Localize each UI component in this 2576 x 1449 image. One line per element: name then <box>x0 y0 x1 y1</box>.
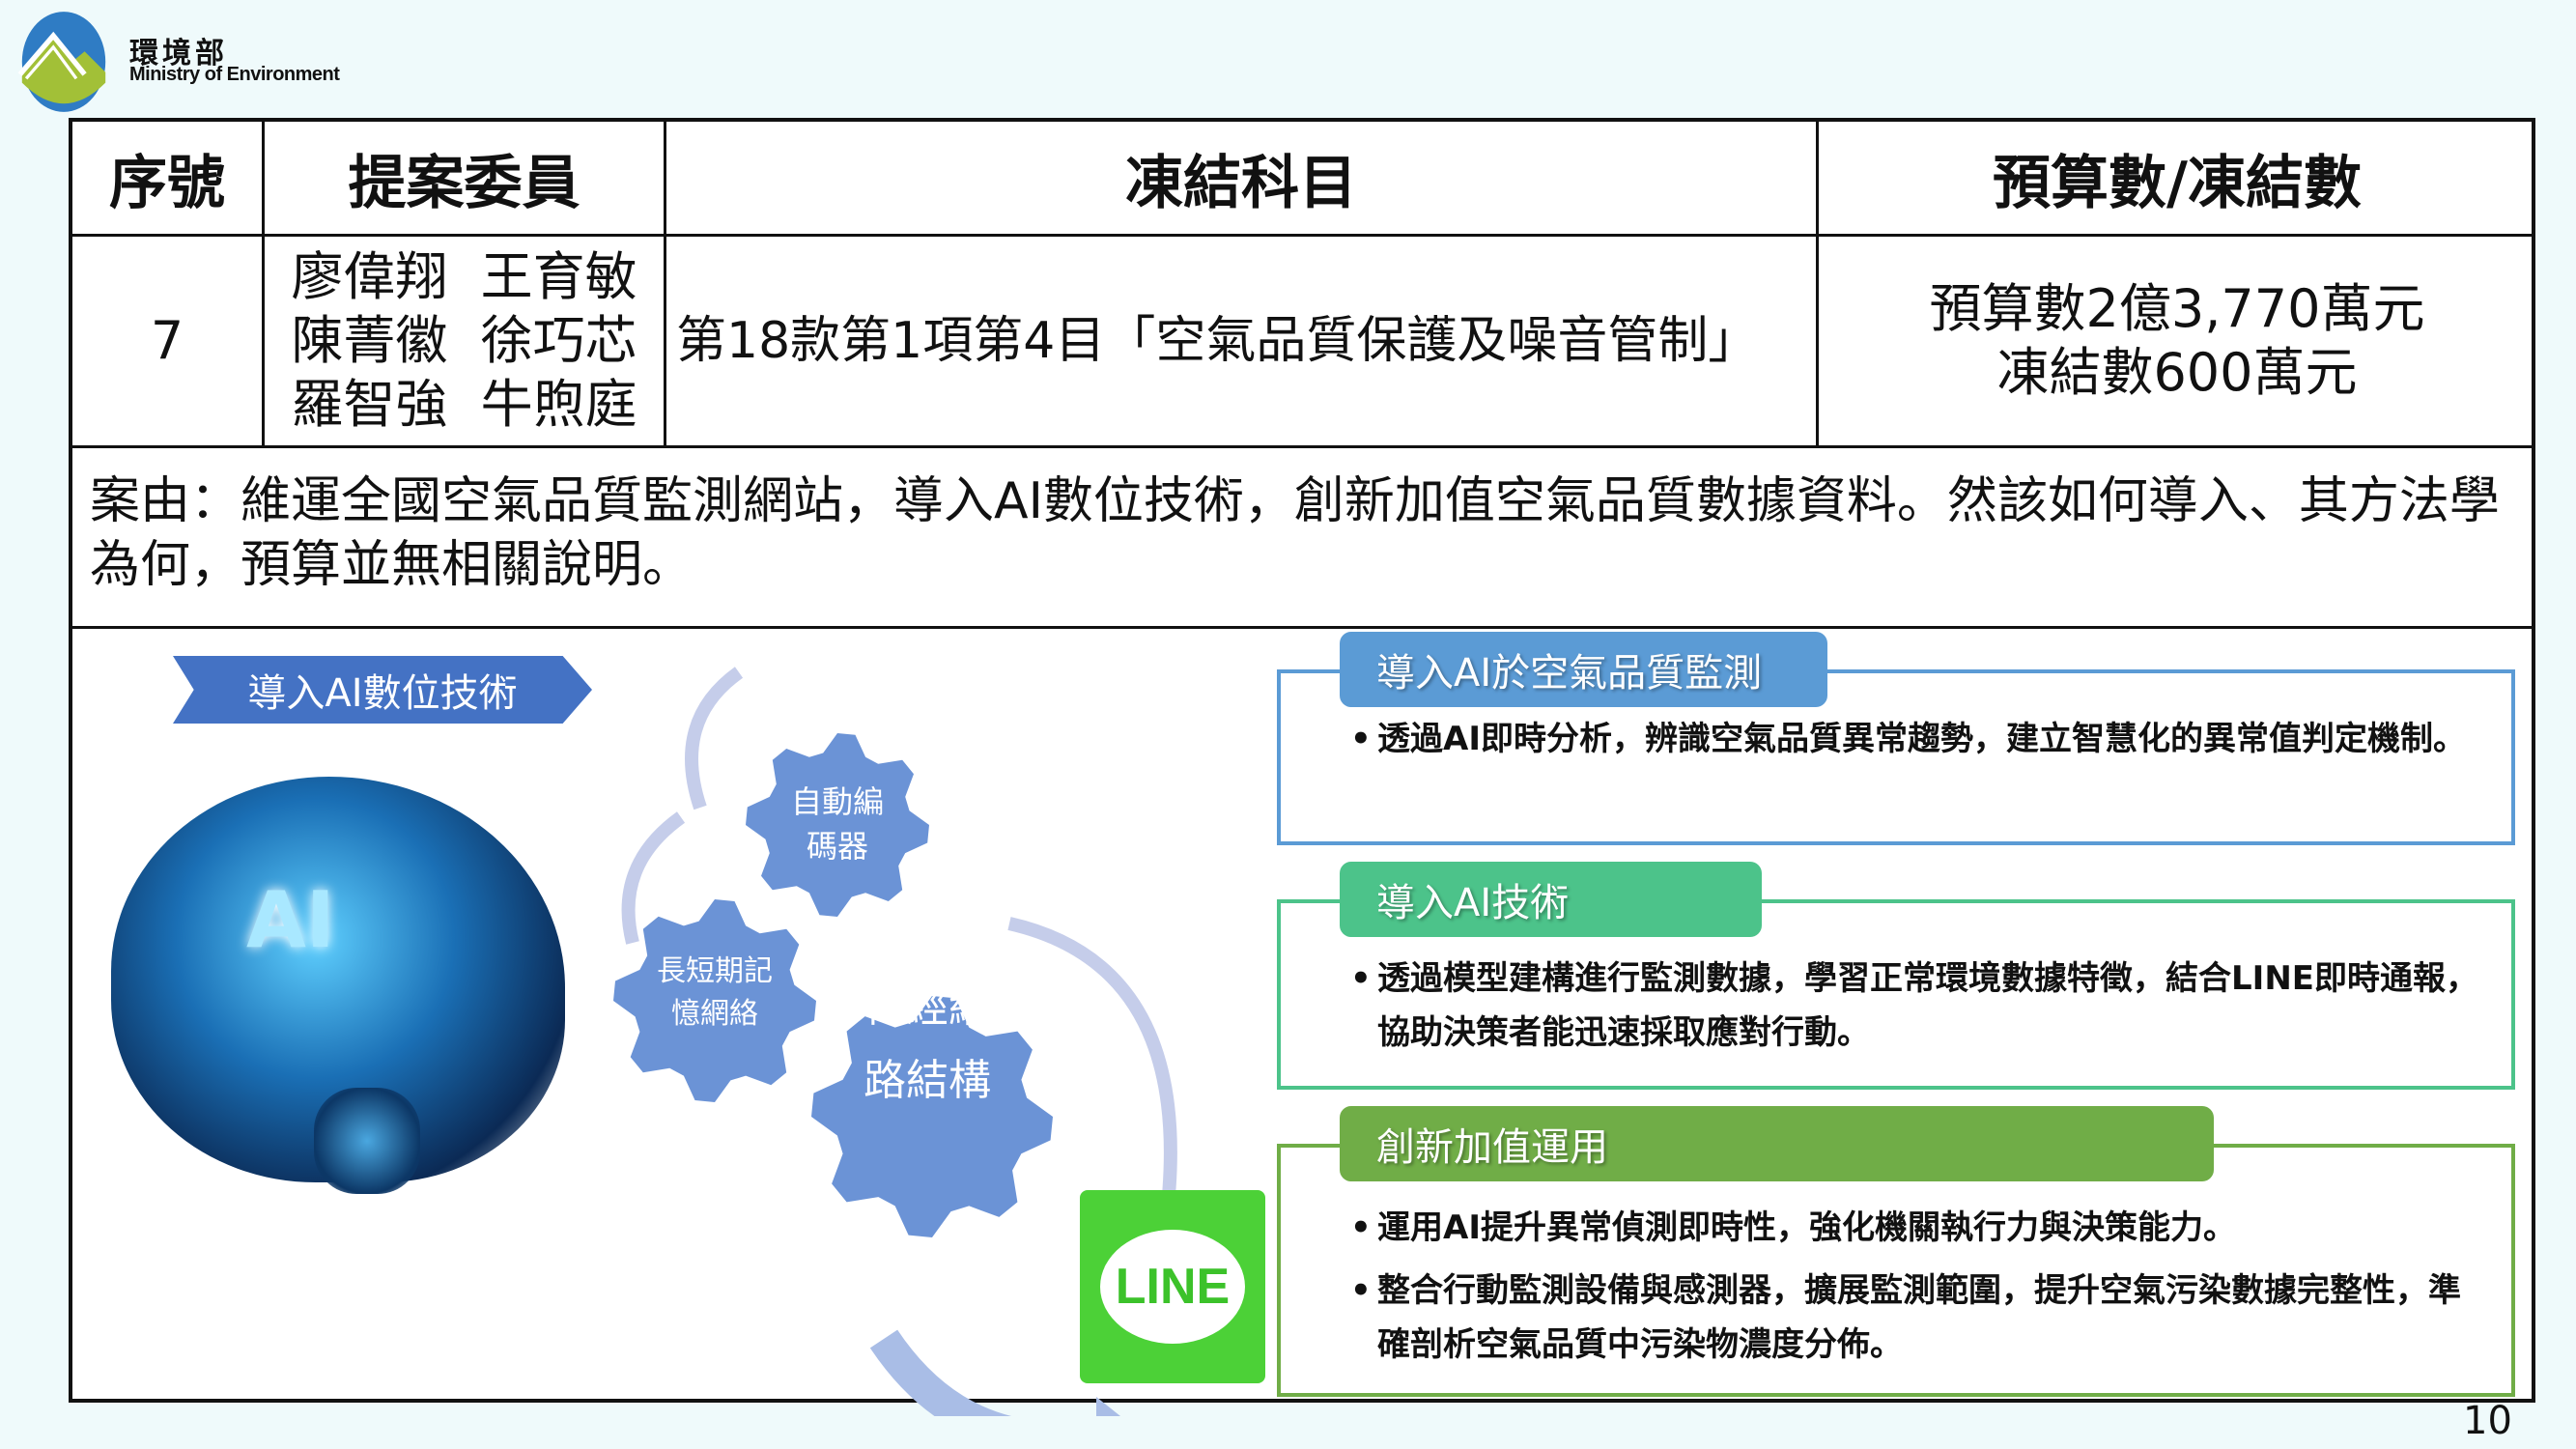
divider <box>1816 122 1819 447</box>
row-members: 廖偉翔 王育敏 陳菁徽 徐巧芯 羅智強 牛煦庭 <box>265 237 664 445</box>
proposal-reason: 案由：維運全國空氣品質監測網站，導入AI數位技術，創新加值空氣品質數據資料。然該… <box>90 472 2500 594</box>
box-value-added-use: 運用AI提升異常偵測即時性，強化機關執行力與決策能力。 整合行動監測設備與感測器… <box>1277 1144 2515 1397</box>
divider <box>72 626 2532 629</box>
budget-amount: 預算數2億3,770萬元 <box>1929 278 2425 339</box>
gear-label-lstm: 長短期記 憶網絡 <box>657 954 773 1031</box>
bullet: 整合行動監測設備與感測器，擴展監測範圍，提升空氣污染數據完整性，準確剖析空氣品質… <box>1350 1264 2488 1372</box>
bullet: 透過AI即時分析，辨識空氣品質異常趨勢，建立智慧化的異常值判定機制。 <box>1350 712 2488 766</box>
bullet: 透過模型建構進行監測數據，學習正常環境數據特徵，結合LINE即時通報，協助決策者… <box>1350 952 2488 1060</box>
member-line: 陳菁徽 徐巧芯 <box>291 310 637 371</box>
to-line-arrow <box>869 1329 1012 1416</box>
row-no: 7 <box>150 310 184 371</box>
bullet: 運用AI提升異常偵測即時性，強化機關執行力與決策能力。 <box>1350 1201 2488 1255</box>
divider <box>72 445 2532 448</box>
divider <box>664 122 666 447</box>
title-value-added-use: 創新加值運用 <box>1340 1106 2214 1181</box>
frozen-amount: 凍結數600萬元 <box>1996 342 2358 403</box>
box-ai-technology: 透過模型建構進行監測數據，學習正常環境數據特徵，結合LINE即時通報，協助決策者… <box>1277 899 2515 1090</box>
title-ai-technology: 導入AI技術 <box>1340 862 1762 937</box>
gear-label-neural-network: 神經網 路結構 <box>863 982 991 1105</box>
org-name-cn: 環境部 <box>129 37 228 71</box>
divider <box>72 234 2532 237</box>
org-name-en: Ministry of Environment <box>129 64 340 85</box>
header-members: 提案委員 <box>348 149 580 217</box>
header-subject: 凍結科目 <box>1125 149 1357 217</box>
brain-stem-image <box>314 1088 420 1194</box>
row-subject: 第18款第1項第4目「空氣品質保護及噪音管制」 <box>676 312 1759 370</box>
brain-ai-label: AI <box>246 875 335 965</box>
header-no: 序號 <box>109 149 225 217</box>
header-budget: 預算數/凍結數 <box>1993 149 2362 217</box>
page-number: 10 <box>2463 1399 2512 1443</box>
gear-neural-network <box>811 996 1053 1237</box>
gear-autoencoder <box>746 733 929 917</box>
member-line: 羅智強 牛煦庭 <box>291 374 637 435</box>
ai-tech-banner: 導入AI數位技術 <box>173 656 592 724</box>
box-ai-air-monitoring: 透過AI即時分析，辨識空氣品質異常趨勢，建立智慧化的異常值判定機制。 <box>1277 669 2515 845</box>
row-budget: 預算數2億3,770萬元 凍結數600萬元 <box>1819 237 2535 445</box>
freeze-proposal-table: 序號 提案委員 凍結科目 預算數/凍結數 7 廖偉翔 王育敏 陳菁徽 徐巧芯 羅… <box>69 118 2535 1416</box>
divider <box>262 122 265 447</box>
line-logo: LINE <box>1080 1190 1265 1383</box>
gear-lstm <box>613 899 816 1102</box>
gear-label-autoencoder: 自動編 碼器 <box>790 783 884 865</box>
member-line: 廖偉翔 王育敏 <box>291 246 637 307</box>
title-ai-air-monitoring: 導入AI於空氣品質監測 <box>1340 632 1827 707</box>
line-logo-text: LINE <box>1100 1230 1245 1344</box>
cycle-arrow <box>621 811 686 945</box>
ministry-logo <box>17 12 106 112</box>
gear-diagram <box>613 667 1177 1416</box>
arrow-head <box>1096 1397 1120 1416</box>
cycle-arrow <box>685 667 744 810</box>
